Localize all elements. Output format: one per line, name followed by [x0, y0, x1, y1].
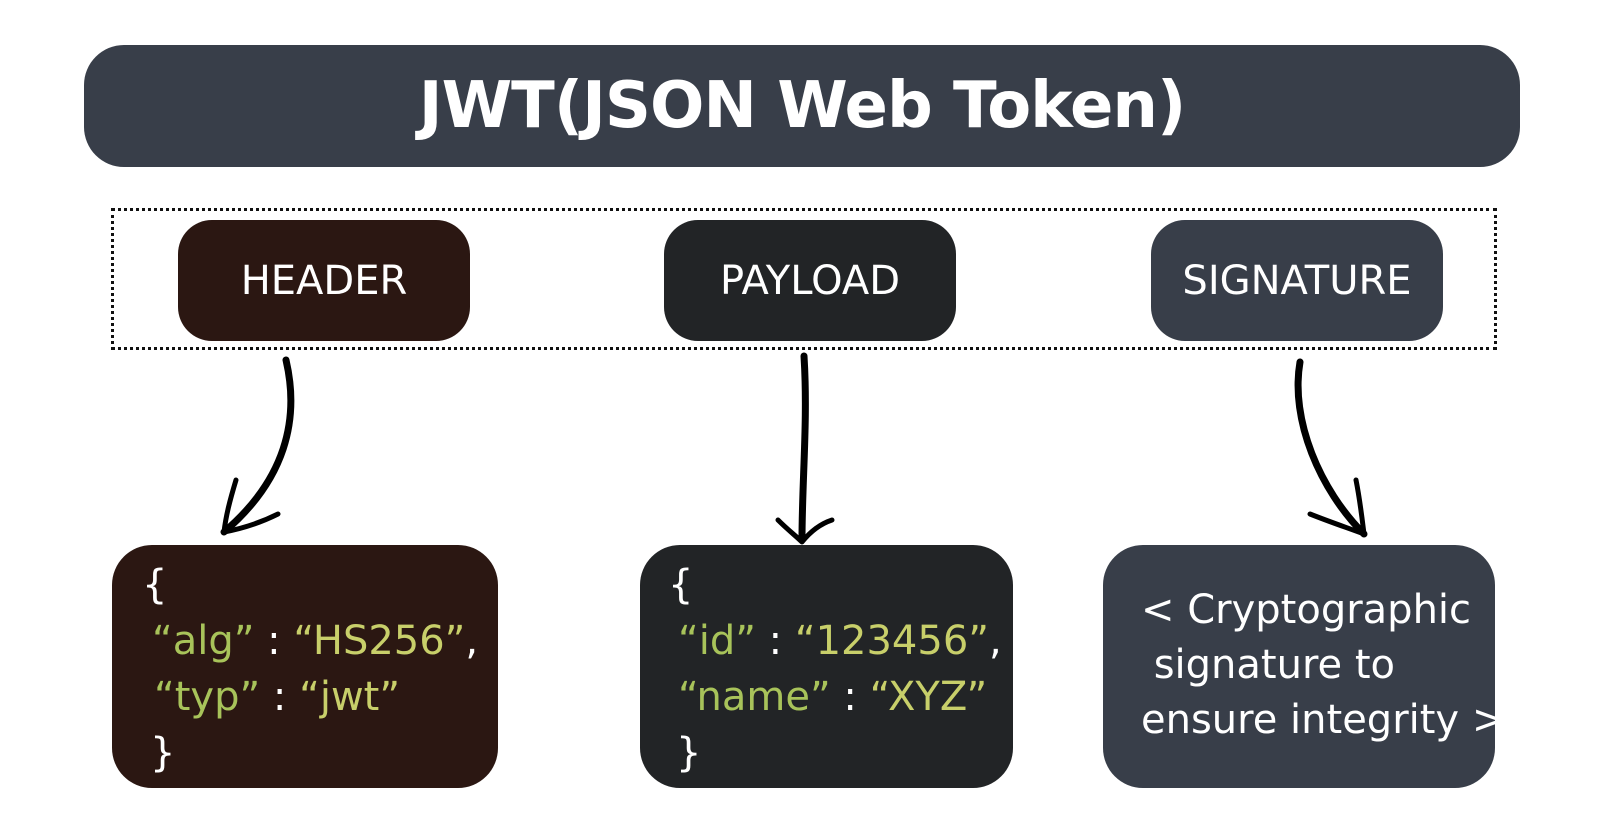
- signature-part-box: SIGNATURE: [1151, 220, 1443, 341]
- signature-arrowhead: [1307, 477, 1367, 537]
- json-close-brace: }: [150, 730, 176, 776]
- json-value: “XYZ”: [869, 674, 988, 720]
- json-close-brace: }: [676, 730, 702, 776]
- signature-text-line: signature to: [1141, 642, 1396, 688]
- header-arrowhead: [221, 477, 281, 535]
- json-value: “jwt”: [299, 674, 401, 720]
- json-separator: :: [260, 674, 300, 720]
- payload-json-box: { “id” : “123456”, “name” : “XYZ” }: [640, 545, 1013, 788]
- signature-arrow: [1294, 358, 1368, 538]
- json-line: “typ” : “jwt”: [142, 669, 498, 725]
- signature-text-line: < Cryptographic: [1141, 587, 1472, 633]
- payload-arrow: [798, 352, 809, 544]
- json-separator: :: [755, 618, 795, 664]
- json-key: “id”: [678, 618, 756, 664]
- json-separator: :: [830, 674, 870, 720]
- json-line: “alg” : “HS256”,: [142, 613, 498, 669]
- json-key: “name”: [678, 674, 831, 720]
- signature-description-box: < Cryptographic signature to ensure inte…: [1103, 545, 1506, 788]
- header-part-label: HEADER: [240, 257, 408, 304]
- title-banner: JWT(JSON Web Token): [84, 45, 1520, 167]
- payload-arrowhead: [775, 517, 835, 545]
- header-json-box: { “alg” : “HS256”, “typ” : “jwt” }: [112, 545, 498, 788]
- json-value: “123456”: [794, 618, 989, 664]
- json-separator: :: [254, 618, 294, 664]
- signature-part-label: SIGNATURE: [1182, 257, 1412, 304]
- header-arrow: [220, 356, 295, 536]
- payload-part-label: PAYLOAD: [719, 257, 901, 304]
- json-line: “name” : “XYZ”: [668, 669, 1013, 725]
- diagram-title: JWT(JSON Web Token): [418, 69, 1186, 143]
- token-parts-frame: [111, 208, 1497, 350]
- payload-part-box: PAYLOAD: [664, 220, 956, 341]
- json-value: “HS256”: [293, 618, 466, 664]
- header-part-box: HEADER: [178, 220, 470, 341]
- json-line: “id” : “123456”,: [668, 613, 1013, 669]
- signature-text-line: ensure integrity >: [1141, 697, 1506, 743]
- json-comma: ,: [989, 618, 1002, 664]
- json-open-brace: {: [142, 562, 168, 608]
- json-open-brace: {: [668, 562, 694, 608]
- json-key: “typ”: [154, 674, 261, 720]
- json-comma: ,: [465, 618, 479, 664]
- json-key: “alg”: [152, 618, 255, 664]
